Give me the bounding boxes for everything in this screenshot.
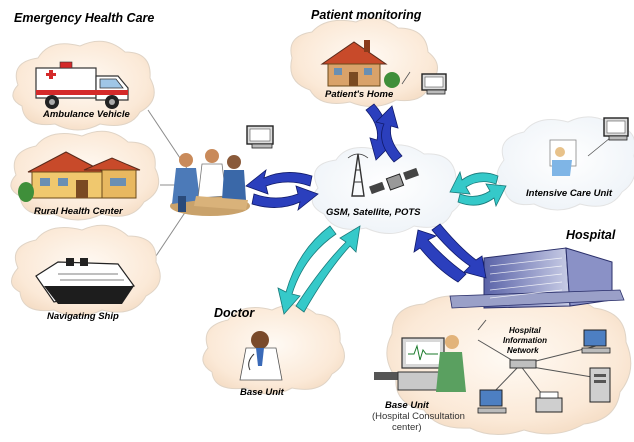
section-title-doctor: Doctor: [214, 306, 255, 320]
label-hospital-base-unit: Base Unit: [385, 400, 429, 411]
ambulance-icon: [35, 61, 129, 109]
lan-pc-bottom-icon: [477, 389, 507, 414]
lan-printer-icon: [535, 391, 563, 413]
monitor-icon: [246, 125, 274, 149]
lan-pc-right-icon: [581, 329, 611, 354]
satellite-icon: [369, 167, 419, 195]
patients-home-icon: [320, 40, 400, 88]
label-hospital-consultation: (Hospital Consultation: [372, 411, 465, 422]
cloud-network: [311, 144, 464, 234]
icu-scene-icon: [549, 137, 611, 176]
section-title-emergency: Emergency Health Care: [14, 11, 155, 25]
label-hin-line1: Hospital: [509, 326, 541, 335]
label-navigating-ship: Navigating Ship: [47, 311, 119, 322]
label-network: GSM, Satellite, POTS: [326, 207, 421, 218]
rural-health-center-icon: [18, 151, 141, 202]
label-icu: Intensive Care Unit: [526, 188, 613, 199]
clinician-icon: [436, 335, 466, 392]
arrow-home-network: [365, 103, 403, 163]
icu-monitor-icon: [603, 117, 629, 141]
label-patients-home: Patient's Home: [325, 89, 394, 100]
rescue-team-icon: [170, 149, 250, 216]
home-monitor-icon: [401, 71, 447, 95]
arrow-network-hospital: [413, 223, 487, 283]
label-hin-line3: Network: [507, 346, 539, 355]
label-ambulance-vehicle: Ambulance Vehicle: [43, 109, 130, 120]
label-hin-line2: Information: [503, 336, 547, 345]
ship-icon: [35, 258, 136, 304]
section-title-patient-monitoring: Patient monitoring: [311, 8, 422, 22]
label-rural-health-center: Rural Health Center: [34, 206, 123, 217]
section-title-hospital: Hospital: [566, 228, 616, 242]
arrow-icu-network: [449, 170, 507, 208]
doctor-icon: [239, 331, 283, 381]
arrow-rescue-network: [245, 168, 319, 212]
hospital-building-icon: [449, 247, 625, 309]
network-hub-icon: [509, 359, 537, 369]
lan-server-icon: [589, 367, 611, 403]
label-hospital-consultation-center: center): [392, 422, 422, 433]
label-doctor-base-unit: Base Unit: [240, 387, 284, 398]
antenna-tower-icon: [347, 153, 369, 197]
arrow-network-doctor: [277, 225, 361, 315]
